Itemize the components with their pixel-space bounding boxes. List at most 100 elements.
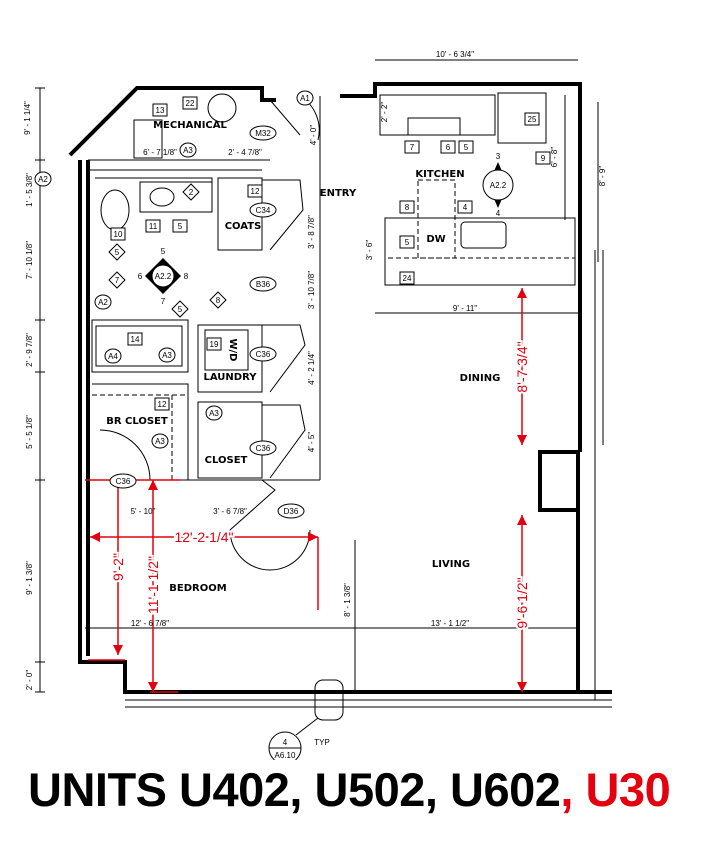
- keynote-number: 4: [463, 203, 468, 212]
- red-arrowhead: [517, 515, 527, 525]
- door-window-tag: A4: [104, 348, 122, 364]
- marker-sheet: A2.2: [155, 272, 172, 281]
- room-label-laundry: LAUNDRY: [204, 372, 258, 383]
- keynote-number: 5: [405, 238, 410, 247]
- red-arrowhead: [148, 682, 158, 692]
- red-arrowhead: [148, 480, 158, 490]
- door-window-tag: A3: [205, 405, 223, 421]
- door-window-tag: D36: [277, 503, 305, 519]
- keynote-number: 9: [541, 154, 546, 163]
- diamond-tag: 2: [182, 183, 200, 201]
- units-title-main: UNITS U402, U502, U602: [28, 763, 561, 816]
- keynote-tag: 24: [399, 271, 415, 285]
- marker-view: 5: [161, 247, 166, 256]
- dimension-label: 2' - 0": [25, 670, 34, 691]
- red-dimension-label: 12'-2 1/4": [174, 529, 233, 545]
- diamond-tag: 5: [171, 300, 189, 318]
- walls: [35, 59, 612, 721]
- dimension-label: 6' - 7 1/8": [143, 148, 177, 157]
- dimension-label: 8' - 9": [598, 166, 607, 187]
- keynote-tag: 25: [524, 112, 540, 126]
- marker-view: 7: [161, 297, 166, 306]
- tag-label: A2: [38, 175, 48, 184]
- dimension-label: 2' - 4 7/8": [228, 148, 262, 157]
- room-label-bedroom: BEDROOM: [169, 583, 226, 594]
- keynote-tag: 11: [145, 219, 161, 233]
- door-window-tag: C34: [249, 202, 277, 218]
- keynote-tag: 8: [399, 200, 415, 214]
- diamond-number: 5: [115, 248, 120, 257]
- red-dimension-label: 8'-7 3/4": [514, 341, 530, 392]
- keynote-number: 14: [131, 335, 140, 344]
- red-dimension-label: 9'-6 1/2": [514, 577, 530, 628]
- keynote-number: 7: [410, 143, 415, 152]
- dimension-label: 2' - 9 7/8": [25, 333, 34, 367]
- keynote-number: 5: [464, 143, 469, 152]
- door-window-tag: C36: [249, 346, 277, 362]
- keynote-number: 6: [446, 143, 451, 152]
- keynote-number: 12: [158, 400, 167, 409]
- keynote-number: 13: [156, 106, 165, 115]
- tag-label: C36: [256, 444, 271, 453]
- keynote-tag: 5: [458, 140, 474, 154]
- dimension-label: 5' - 5 1/8": [25, 415, 34, 449]
- room-label-closet: CLOSET: [205, 455, 248, 466]
- dimension-label: 12' - 6 7/8": [131, 619, 169, 628]
- red-dimension-label: 11'-1 1/2": [145, 556, 161, 614]
- dimension-label: 3' - 8 7/8": [307, 215, 316, 249]
- red-arrowhead: [517, 682, 527, 692]
- keynote-tag: 14: [127, 332, 143, 346]
- dimension-label: 5' - 10": [131, 507, 156, 516]
- interior-elevation-marker: A2.2 5 7 6 8: [138, 247, 189, 306]
- keynote-tag: 10: [110, 227, 126, 241]
- tag-label: A1: [300, 94, 310, 103]
- door-window-tag: A2: [94, 294, 112, 310]
- dimension-label: 13' - 1 1/2": [431, 619, 469, 628]
- keynote-number: 22: [186, 99, 195, 108]
- section-note: TYP: [314, 738, 330, 747]
- keynote-tag: 5: [399, 235, 415, 249]
- red-dimension-label: 9'-2": [110, 553, 126, 581]
- room-label-br-closet: BR CLOSET: [106, 416, 168, 427]
- door-window-tag: C36: [109, 473, 137, 489]
- room-label-entry: ENTRY: [320, 188, 357, 199]
- red-arrowhead: [90, 532, 100, 542]
- diamond-tag: 7: [108, 271, 126, 289]
- keynote-tag: 6: [440, 140, 456, 154]
- dimension-label: 9' - 1 1/4": [23, 101, 32, 135]
- room-label-wd: W/D: [227, 339, 238, 362]
- red-arrowhead: [517, 435, 527, 445]
- keynote-number: 19: [210, 340, 219, 349]
- tag-label: A3: [162, 351, 172, 360]
- dimension-label: 4' - 2 1/4": [307, 351, 316, 385]
- room-label-living: LIVING: [432, 559, 470, 570]
- diamond-number: 7: [115, 276, 120, 285]
- marker-view: 8: [184, 272, 189, 281]
- keynote-tag: 22: [182, 96, 198, 110]
- keynote-tag: 12: [247, 184, 263, 198]
- diamond-number: 8: [216, 296, 221, 305]
- keynote-number: 25: [528, 115, 537, 124]
- dimension-label: 9' - 1 3/8": [25, 561, 34, 595]
- red-arrowhead: [113, 645, 123, 655]
- marker-view: 4: [496, 209, 501, 218]
- tag-label: A3: [155, 437, 165, 446]
- keynote-number: 8: [405, 203, 410, 212]
- marker-view: 6: [138, 272, 143, 281]
- room-label-kitchen: KITCHEN: [415, 169, 464, 180]
- tag-label: A3: [209, 409, 219, 418]
- keynote-tag: 4: [457, 200, 473, 214]
- dimension-label: 10' - 6 3/4": [436, 50, 474, 59]
- door-window-tag: A3: [151, 433, 169, 449]
- keynote-tag: 12: [154, 397, 170, 411]
- room-label-mechanical: MECHANICAL: [153, 120, 227, 131]
- keynote-tag: 5: [172, 219, 188, 233]
- red-markup: [85, 288, 523, 693]
- dimension-label: 2' - 2": [380, 102, 389, 123]
- dimension-label: 8' - 1 3/8": [343, 583, 352, 617]
- dimension-label: 3' - 6 7/8": [213, 507, 247, 516]
- dimension-label: 3' - 6": [365, 240, 374, 261]
- units-title: UNITS U402, U502, U602, U30: [28, 762, 671, 817]
- section-number: 4: [283, 738, 288, 747]
